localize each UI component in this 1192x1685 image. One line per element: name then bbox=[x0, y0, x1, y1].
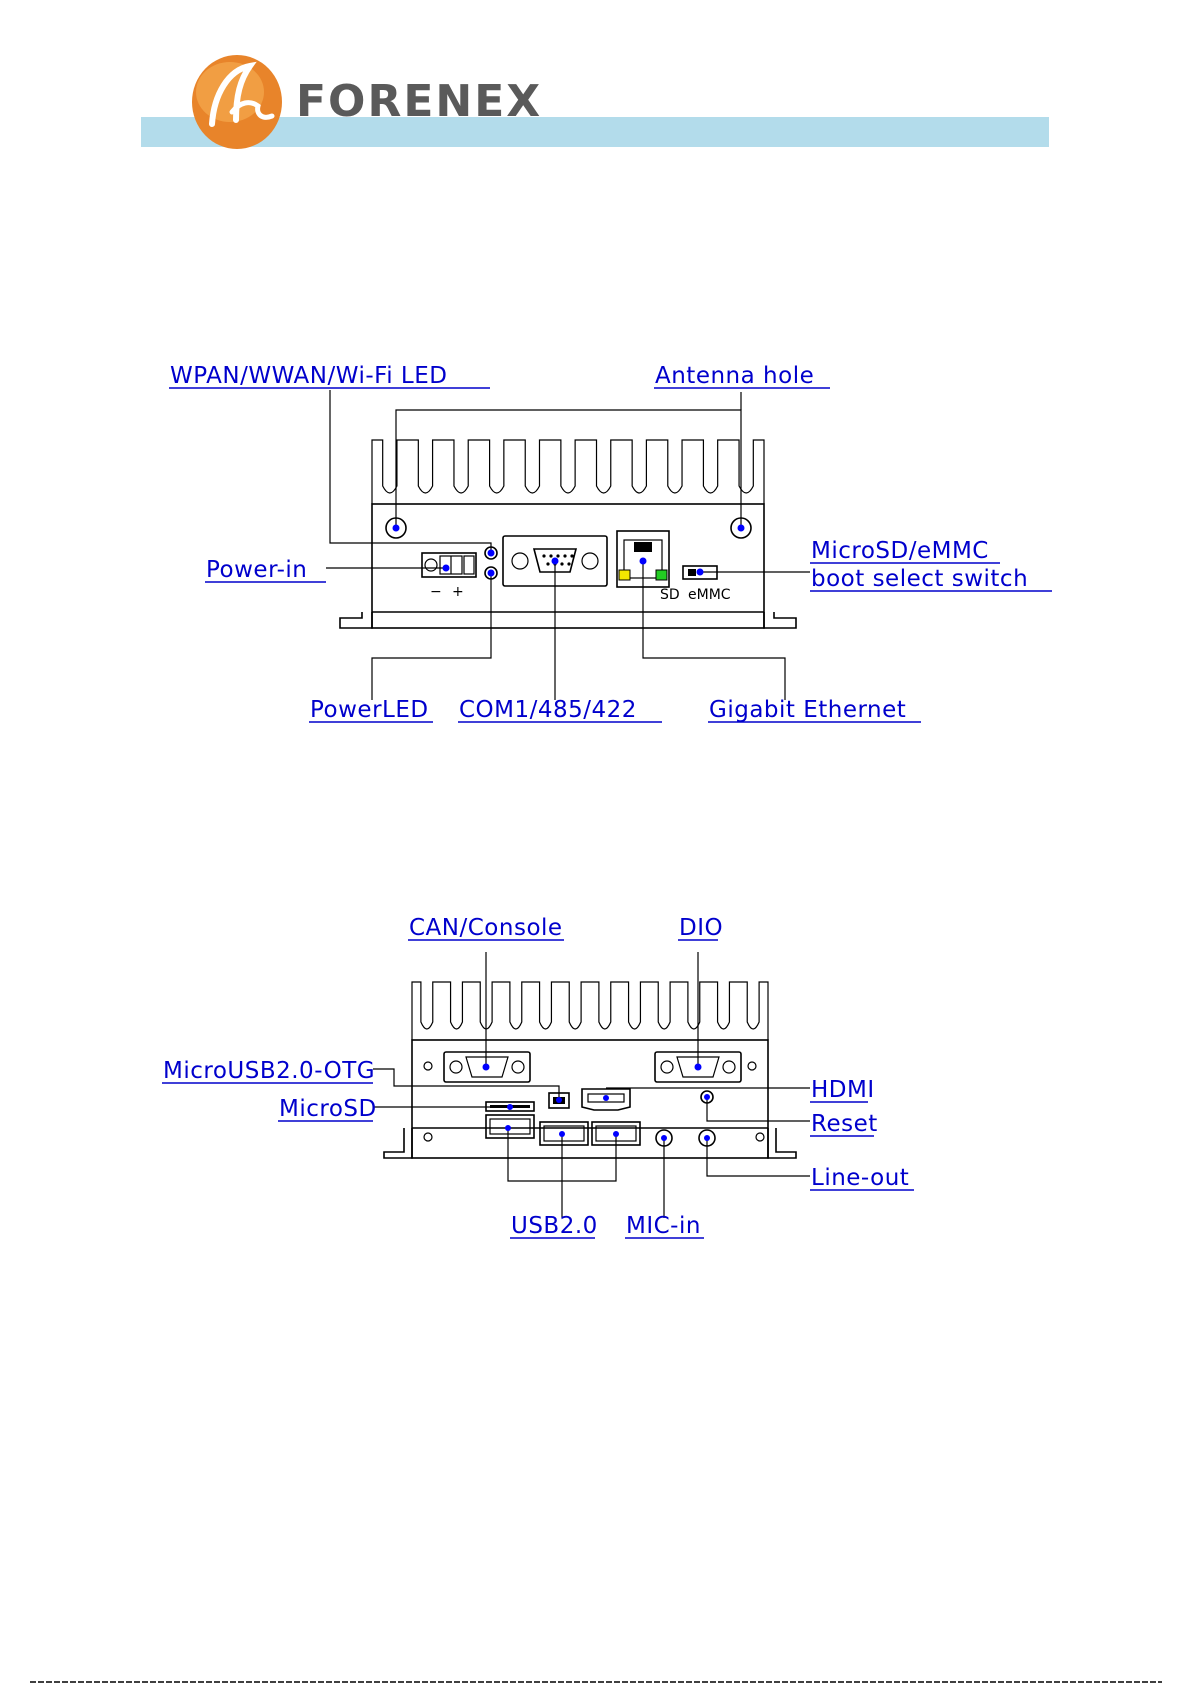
label-dio: DIO bbox=[679, 915, 723, 941]
heatsink-fin-outline bbox=[412, 982, 768, 1040]
label-microusb: MicroUSB2.0-OTG bbox=[163, 1058, 375, 1084]
com-pin bbox=[567, 562, 570, 565]
rear-heatsink bbox=[412, 982, 768, 1040]
label-com: COM1/485/422 bbox=[459, 697, 637, 723]
com-pin bbox=[546, 562, 549, 565]
switch-emmc-label: eMMC bbox=[688, 587, 731, 603]
rear-callout-lines bbox=[373, 952, 810, 1218]
switch-sd-label: SD bbox=[660, 587, 680, 603]
label-reset: Reset bbox=[811, 1111, 878, 1137]
label-usb: USB2.0 bbox=[511, 1213, 598, 1239]
power-plus-label: + bbox=[452, 584, 464, 600]
label-microsd: MicroSD bbox=[279, 1096, 377, 1122]
rear-panel-diagram: CAN/Console DIO MicroUSB2.0-OTG HDMI Mic… bbox=[162, 915, 914, 1239]
label-can-console: CAN/Console bbox=[409, 915, 563, 941]
heatsink-fin-outline bbox=[372, 440, 764, 504]
power-connector: − + bbox=[422, 553, 476, 600]
brand-name: FORENEX bbox=[296, 76, 542, 127]
com-pin bbox=[549, 554, 552, 557]
ethernet-led-green bbox=[656, 570, 667, 580]
com-pin bbox=[556, 554, 559, 557]
label-antenna-hole: Antenna hole bbox=[655, 363, 814, 389]
com-pin bbox=[560, 562, 563, 565]
ethernet-led-yellow bbox=[619, 570, 630, 580]
front-panel-diagram: − + SD eMMC bbox=[169, 363, 1052, 723]
com-pin bbox=[563, 554, 566, 557]
label-microsd-emmc: MicroSD/eMMC bbox=[811, 538, 989, 564]
forenex-logo-icon bbox=[192, 55, 282, 149]
front-heatsink bbox=[372, 440, 764, 504]
front-callout-dots bbox=[393, 525, 745, 577]
rear-foot-right bbox=[768, 1128, 796, 1158]
label-power-in: Power-in bbox=[206, 557, 307, 583]
front-callout-lines bbox=[326, 390, 810, 700]
label-power-led: PowerLED bbox=[310, 697, 429, 723]
com-pin bbox=[542, 554, 545, 557]
front-foot-right bbox=[764, 612, 796, 628]
rear-foot-left bbox=[384, 1128, 412, 1158]
label-boot-select-switch: boot select switch bbox=[811, 566, 1028, 592]
label-line-out: Line-out bbox=[811, 1165, 909, 1191]
front-foot-left bbox=[340, 612, 372, 628]
label-ethernet: Gigabit Ethernet bbox=[709, 697, 906, 723]
com-pin bbox=[570, 554, 573, 557]
label-wifi-led: WPAN/WWAN/Wi-Fi LED bbox=[170, 363, 447, 389]
header: FORENEX bbox=[141, 55, 1049, 149]
power-minus-label: − bbox=[430, 584, 442, 600]
label-hdmi: HDMI bbox=[811, 1077, 875, 1103]
label-mic-in: MIC-in bbox=[626, 1213, 701, 1239]
